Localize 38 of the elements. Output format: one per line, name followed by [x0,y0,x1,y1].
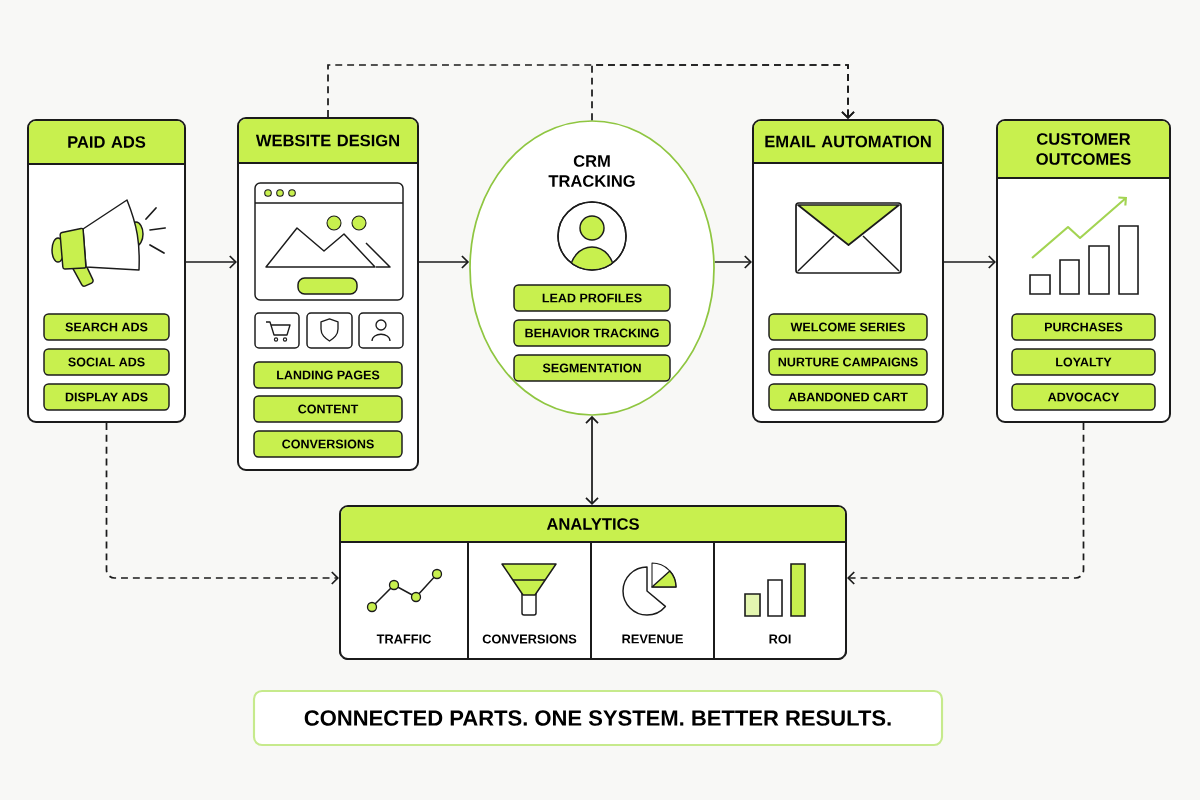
arrow [185,255,237,269]
dashed-arrow [847,422,1085,585]
card-header: EMAIL AUTOMATION [753,121,943,164]
tag: CONTENT [253,395,403,423]
tag: BEHAVIOR TRACKING [513,319,671,347]
tag: LANDING PAGES [253,361,403,389]
tag: ABANDONED CART [768,383,928,411]
tag: ADVOCACY [1011,383,1156,411]
tag: SEARCH ADS [43,313,170,341]
tag: DISPLAY ADS [43,383,170,411]
card-header: PAID ADS [28,121,185,165]
card-header: CUSTOMER OUTCOMES [997,121,1170,179]
card-header: WEBSITE DESIGN [238,119,418,164]
tag: CONVERSIONS [253,430,403,458]
arrow [418,255,470,269]
table-cell [339,541,469,660]
cell-label: TRAFFIC [376,634,431,644]
arrow [714,255,752,269]
arrow [943,255,996,269]
dashed-arrow [591,64,855,121]
panel-header: ANALYTICS [340,507,846,543]
tag: SOCIAL ADS [43,348,170,376]
tag: NURTURE CAMPAIGNS [768,348,928,376]
table-cell [713,541,847,660]
table-cell [590,541,715,660]
tag: LOYALTY [1011,348,1156,376]
dashed-arrow [105,422,339,585]
cell-label: REVENUE [622,634,683,644]
tag: WELCOME SERIES [768,313,928,341]
cell-label: ROI [769,634,791,644]
double-arrow [585,415,599,505]
table-cell [467,541,592,660]
cell-label: CONVERSIONS [482,634,577,644]
tag: SEGMENTATION [513,354,671,382]
tag: PURCHASES [1011,313,1156,341]
tag: LEAD PROFILES [513,284,671,312]
panel-title: CRM TRACKING [548,155,635,187]
tagline-banner: CONNECTED PARTS. ONE SYSTEM. BETTER RESULTS. [252,689,944,747]
